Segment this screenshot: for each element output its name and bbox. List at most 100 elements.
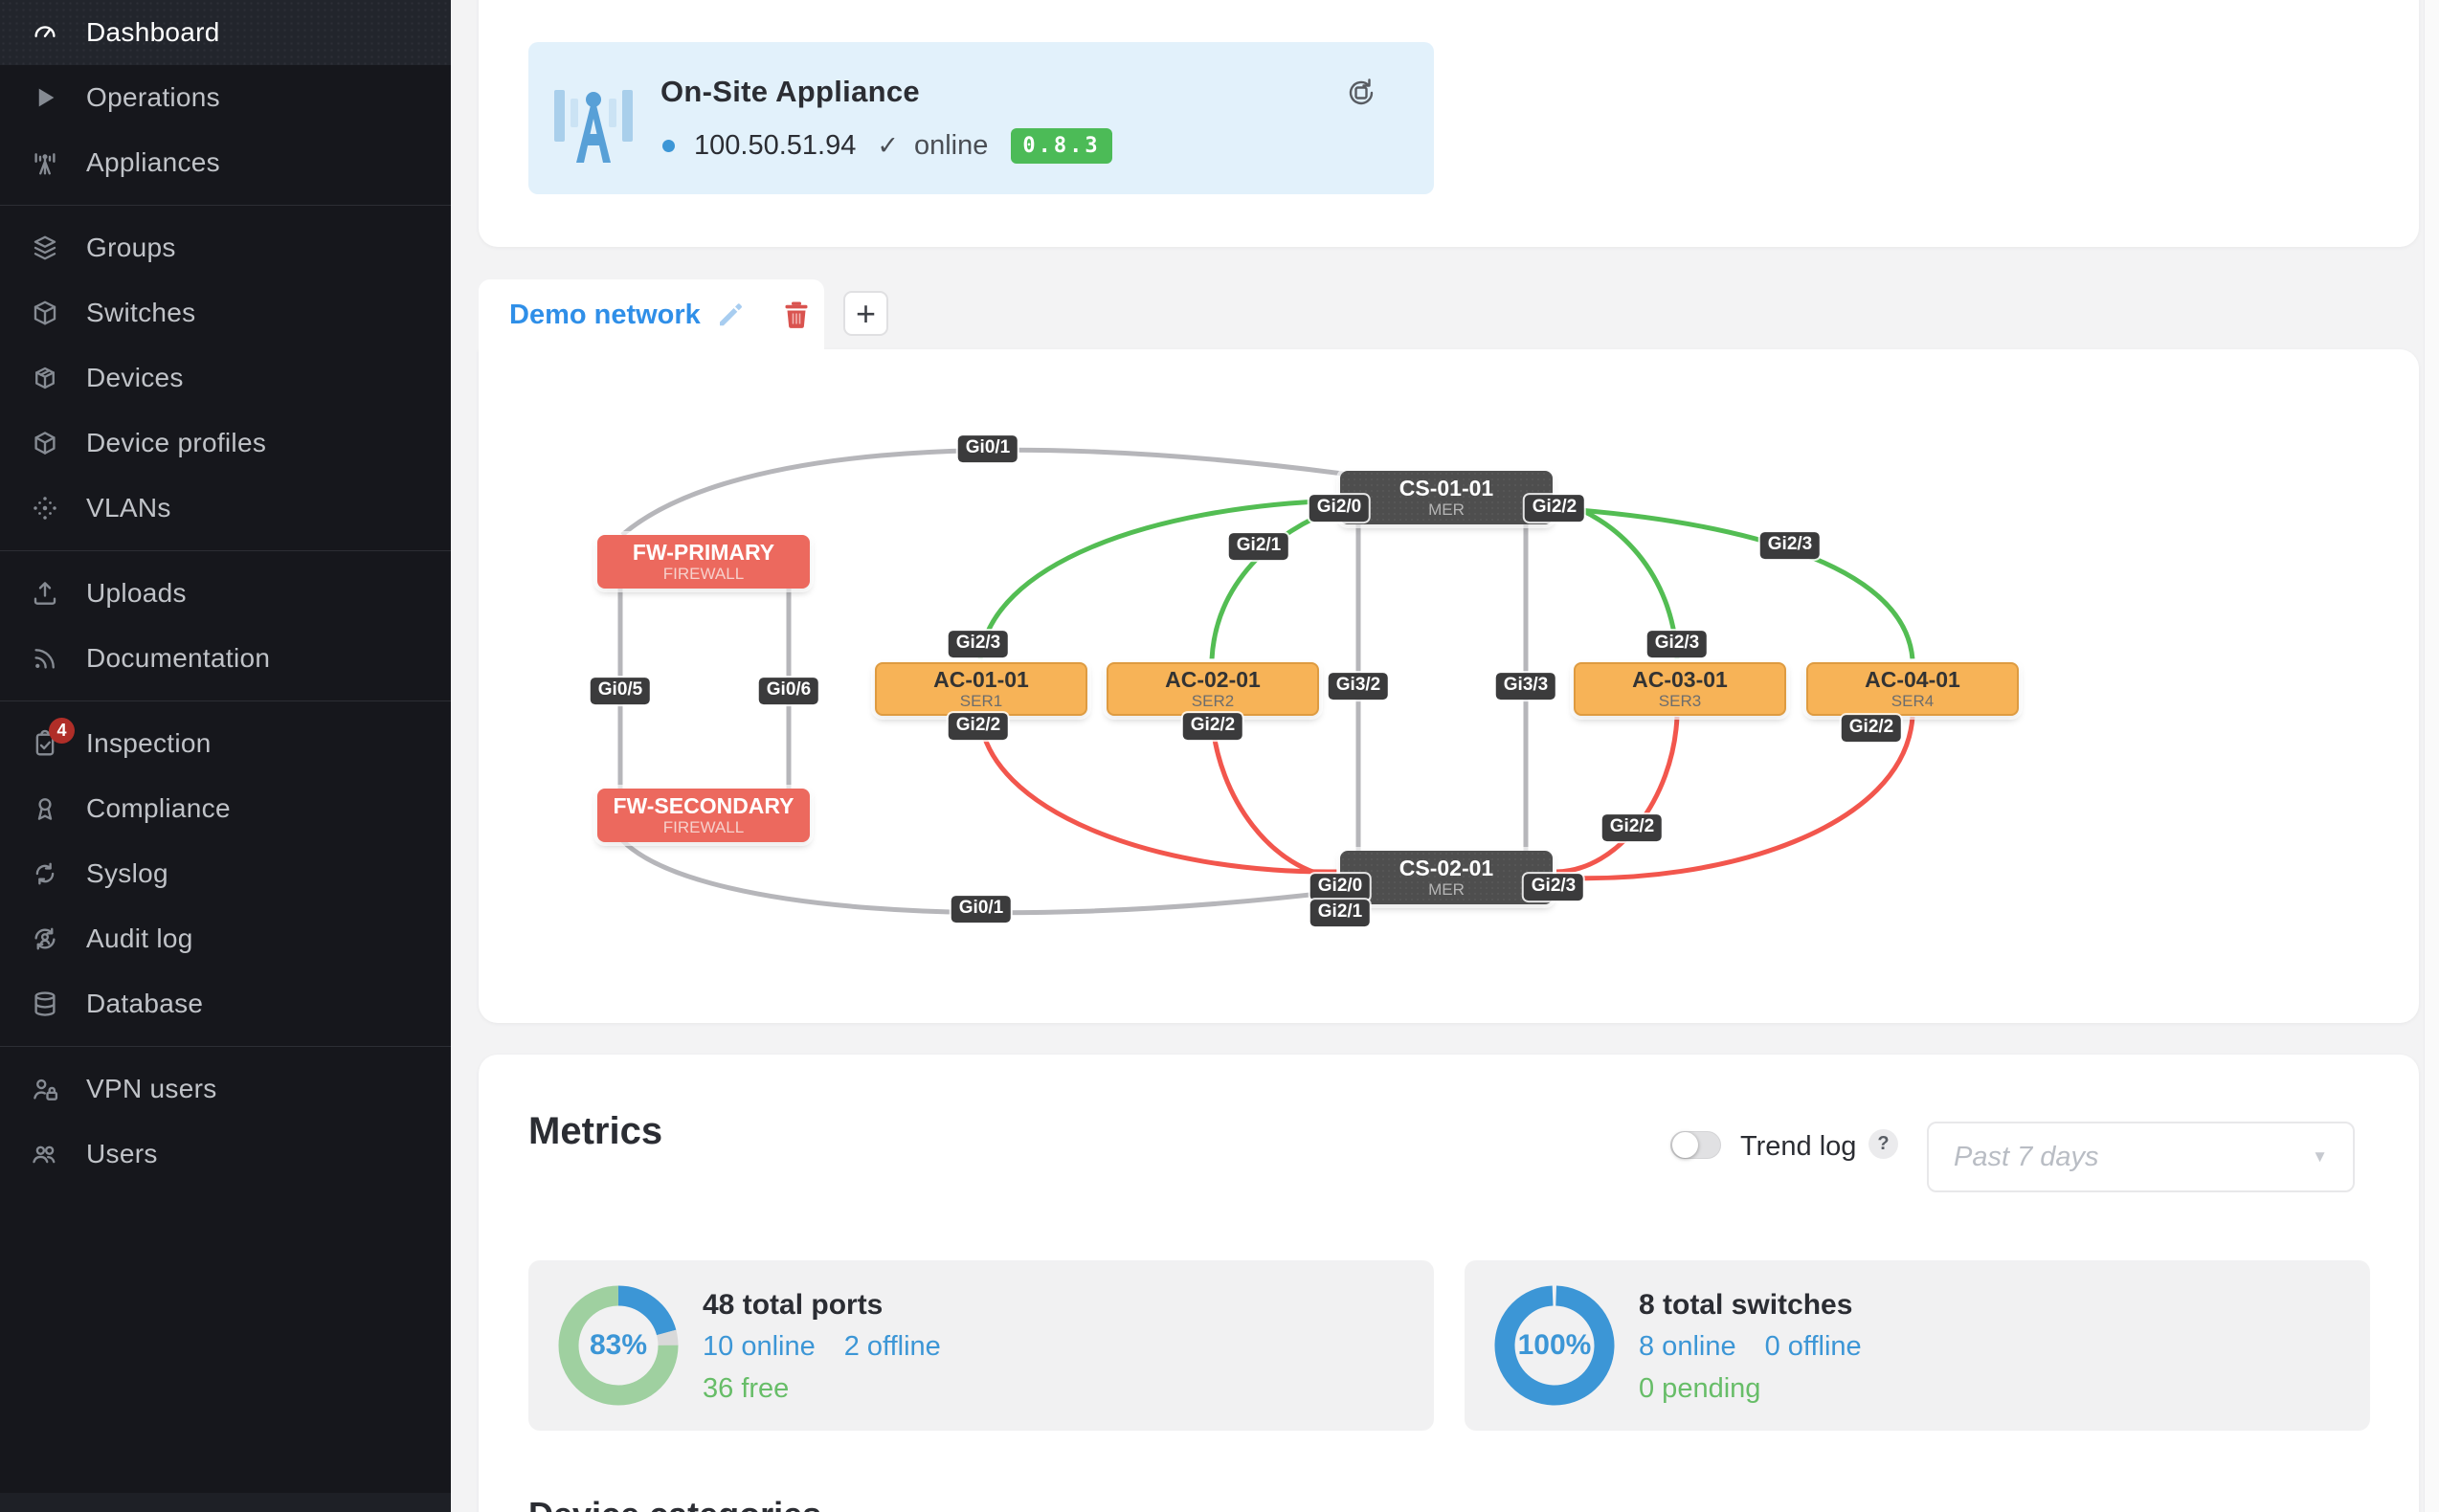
port-badge-gi2-1: Gi2/1 [1228, 533, 1289, 560]
status-dot-icon [662, 140, 675, 152]
add-network-tab-button[interactable]: + [843, 291, 888, 336]
sync-box-icon [31, 859, 59, 888]
user-lock-icon [31, 1075, 59, 1103]
port-badge-gi2-2: Gi2/2 [1182, 713, 1243, 740]
play-icon [31, 83, 59, 112]
node-label: FW-PRIMARY [632, 540, 775, 565]
port-badge-gi2-2: Gi2/2 [1524, 495, 1585, 522]
sidebar-item-users[interactable]: Users [0, 1122, 451, 1187]
database-icon [31, 989, 59, 1018]
delete-trash-icon[interactable] [783, 300, 810, 329]
sidebar-item-label: Compliance [86, 793, 231, 823]
sidebar-item-syslog[interactable]: Syslog [0, 841, 451, 906]
switches-card-online-offline: 8 online 0 offline [1639, 1331, 1862, 1363]
port-badge-gi0-6: Gi0/6 [758, 678, 819, 704]
sidebar-item-documentation[interactable]: Documentation [0, 626, 451, 691]
date-range-select[interactable]: Past 7 days ▼ [1927, 1122, 2355, 1192]
ports-card-online-offline: 10 online 2 offline [703, 1331, 941, 1363]
port-badge-gi2-1: Gi2/1 [1309, 900, 1371, 926]
layers-icon [31, 233, 59, 262]
appliance-card: On-Site Appliance 100.50.51.94 ✓ online … [528, 42, 1434, 194]
scrollbar[interactable] [2424, 0, 2439, 1512]
port-badge-gi2-3: Gi2/3 [1646, 631, 1708, 657]
refresh-sync-icon[interactable] [1344, 76, 1378, 110]
node-label: FW-SECONDARY [613, 793, 794, 818]
sidebar-item-label: Device profiles [86, 428, 267, 457]
sidebar-item-label: Uploads [86, 578, 187, 608]
sidebar-item-vlans[interactable]: VLANs [0, 476, 451, 541]
port-badge-gi2-3: Gi2/3 [1523, 874, 1584, 901]
sidebar-item-vpn-users[interactable]: VPN users [0, 1056, 451, 1122]
ports-free: 36 free [703, 1373, 790, 1404]
sidebar-divider [0, 1046, 451, 1047]
node-label: AC-03-01 [1632, 667, 1728, 692]
port-badge-gi2-2: Gi2/2 [948, 713, 1009, 740]
antenna-icon [31, 148, 59, 177]
sidebar-item-compliance[interactable]: Compliance [0, 776, 451, 841]
clipboard-check-icon: 4 [31, 718, 75, 758]
toggle-knob-icon [1672, 1132, 1698, 1158]
ports-donut-chart: 83% [553, 1280, 683, 1411]
rss-icon [31, 644, 59, 673]
switches-card-title: 8 total switches [1639, 1289, 1853, 1321]
sidebar-item-label: Devices [86, 363, 184, 392]
ports-metric-card: 83% 48 total ports 10 online 2 offline 3… [528, 1260, 1434, 1431]
trend-log-toggle[interactable] [1670, 1131, 1721, 1159]
node-label: CS-01-01 [1399, 476, 1494, 500]
tab-demo-network-label[interactable]: Demo network [509, 299, 701, 330]
sidebar-item-label: Users [86, 1139, 158, 1168]
antenna-tower-icon [554, 90, 633, 163]
sidebar-item-label: Inspection [86, 728, 212, 758]
switches-pending: 0 pending [1639, 1373, 1761, 1404]
users-icon [31, 1140, 59, 1168]
node-label: CS-02-01 [1399, 856, 1494, 880]
tab-demo-network[interactable]: Demo network [479, 279, 824, 350]
version-badge: 0.8.3 [1011, 128, 1112, 164]
trend-log-label: Trend log [1740, 1131, 1857, 1162]
switches-donut-chart: 100% [1489, 1280, 1620, 1411]
sidebar-item-label: Documentation [86, 643, 271, 673]
sidebar-item-device-profiles[interactable]: Device profiles [0, 411, 451, 476]
node-label: AC-02-01 [1165, 667, 1261, 692]
edit-pencil-icon[interactable] [716, 300, 745, 329]
ports-card-title: 48 total ports [703, 1289, 884, 1321]
sidebar-item-database[interactable]: Database [0, 971, 451, 1036]
sidebar-item-dashboard[interactable]: Dashboard [0, 0, 451, 65]
sidebar-item-label: Groups [86, 233, 176, 262]
sidebar-item-inspection[interactable]: 4 Inspection [0, 711, 451, 776]
node-sublabel: MER [1428, 880, 1465, 900]
ports-donut-percent: 83% [589, 1329, 648, 1361]
device-box-icon [31, 364, 59, 392]
sidebar-item-devices[interactable]: Devices [0, 345, 451, 411]
node-sublabel: FIREWALL [662, 818, 745, 837]
sidebar-item-uploads[interactable]: Uploads [0, 561, 451, 626]
sidebar-item-groups[interactable]: Groups [0, 215, 451, 280]
port-badge-gi3-3: Gi3/3 [1495, 673, 1556, 700]
sidebar-item-switches[interactable]: Switches [0, 280, 451, 345]
port-badge-gi2-0: Gi2/0 [1309, 495, 1370, 522]
node-label: AC-04-01 [1865, 667, 1960, 692]
date-range-value: Past 7 days [1954, 1141, 2099, 1172]
node-label: AC-01-01 [933, 667, 1029, 692]
sidebar-item-appliances[interactable]: Appliances [0, 130, 451, 195]
switches-online: 8 online [1639, 1331, 1736, 1362]
cube-outline-icon [31, 429, 59, 457]
help-icon[interactable]: ? [1868, 1129, 1898, 1159]
sidebar-item-label: Appliances [86, 147, 220, 177]
sidebar-item-audit-log[interactable]: Audit log [0, 906, 451, 971]
ports-offline: 2 offline [843, 1331, 941, 1362]
sidebar-item-label: Syslog [86, 858, 168, 888]
node-sublabel: SER2 [1191, 692, 1235, 711]
sidebar-item-operations[interactable]: Operations [0, 65, 451, 130]
sidebar-divider [0, 550, 451, 551]
switch-box-icon [31, 299, 59, 327]
